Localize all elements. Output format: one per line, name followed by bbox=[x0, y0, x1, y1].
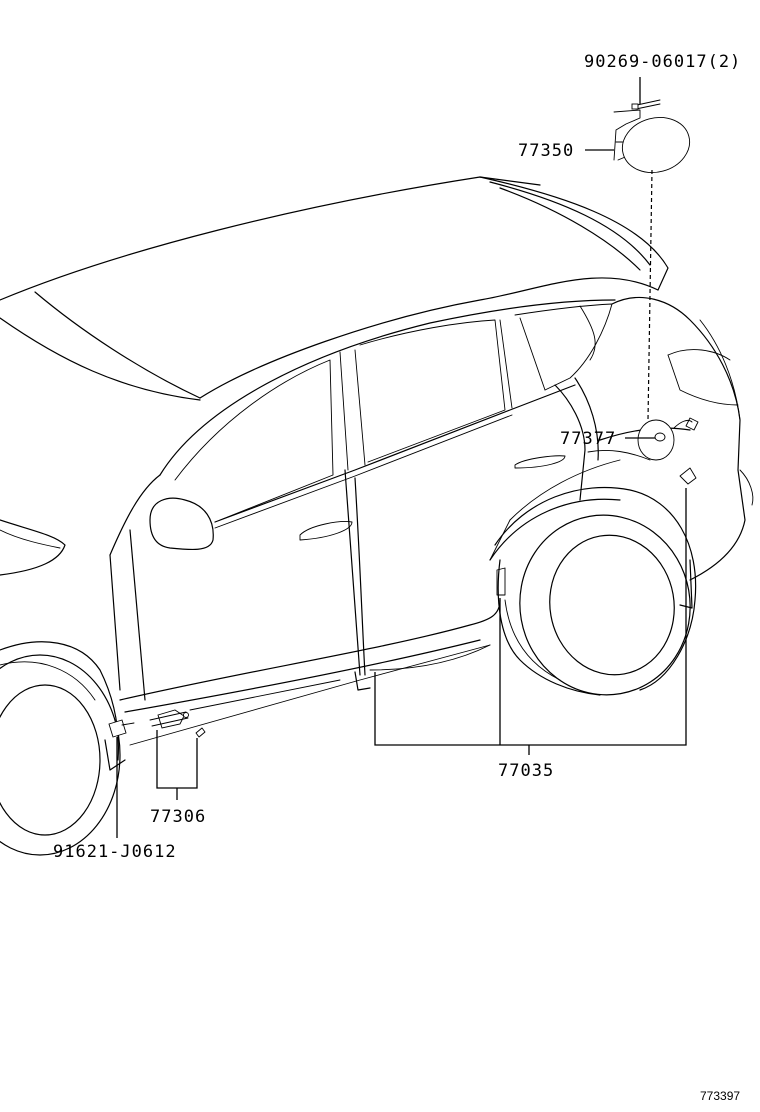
front-wheel bbox=[0, 641, 126, 856]
clip-part-90269 bbox=[631, 99, 661, 110]
cable-part-77035 bbox=[189, 467, 697, 711]
fuel-opener-part-77377 bbox=[489, 417, 699, 561]
fuel-lid-alignment-line bbox=[647, 169, 653, 421]
leader-lines bbox=[116, 77, 687, 838]
label-77350: 77350 bbox=[518, 141, 574, 161]
bolt-part-91621 bbox=[108, 719, 135, 738]
fuel-lid-part-77350 bbox=[613, 109, 691, 173]
label-91621-j0612: 91621-J0612 bbox=[53, 842, 177, 862]
label-77035: 77035 bbox=[498, 761, 554, 781]
label-77306: 77306 bbox=[150, 807, 206, 827]
vehicle-body-outline bbox=[0, 176, 754, 746]
rear-wheel bbox=[489, 486, 697, 696]
figure-number: 773397 bbox=[700, 1089, 740, 1103]
lever-part-77306 bbox=[149, 709, 206, 738]
label-77377: 77377 bbox=[560, 429, 616, 449]
label-90269-06017: 90269-06017(2) bbox=[584, 52, 741, 72]
